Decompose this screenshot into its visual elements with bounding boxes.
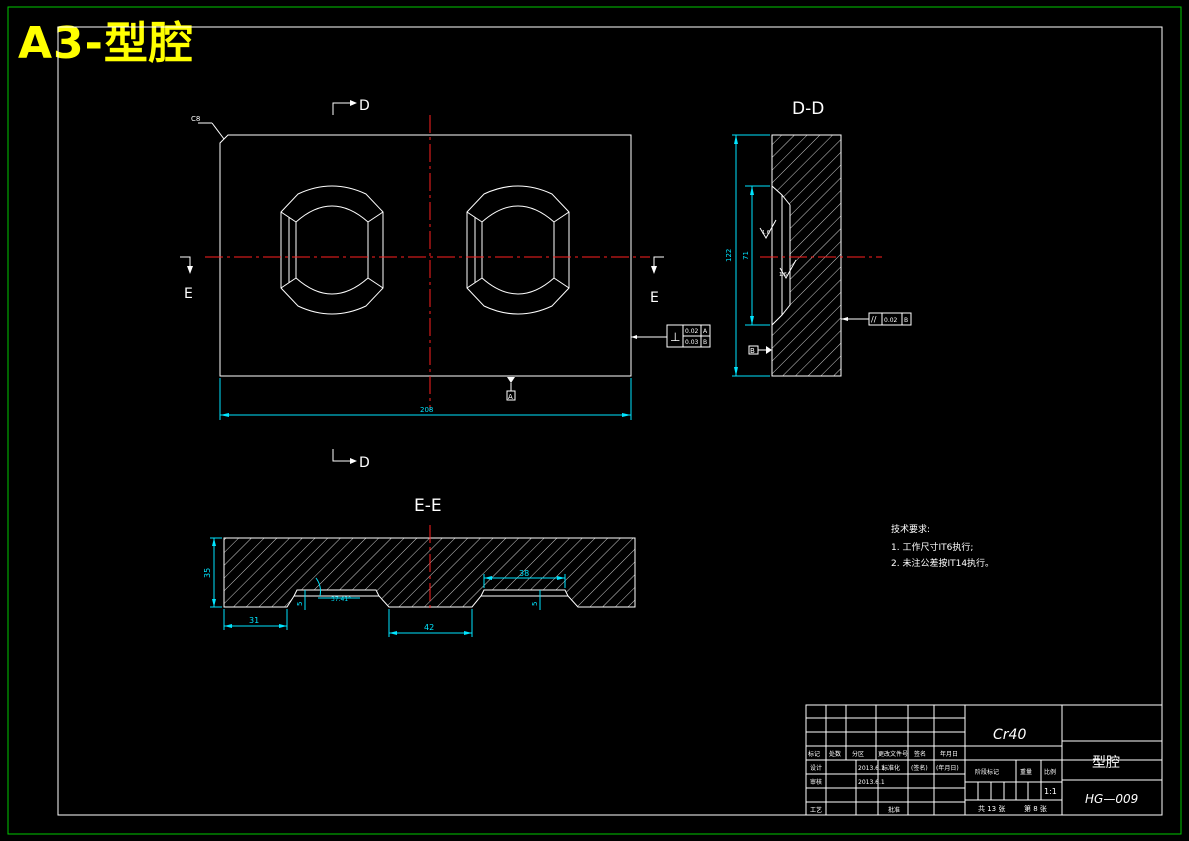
dim-width-text: 208 <box>420 406 433 414</box>
inner-frame <box>57 26 1163 816</box>
dim-pocket-text: 38 <box>519 569 529 578</box>
svg-text:标准化: 标准化 <box>882 764 900 772</box>
chamfer-leader-arrow <box>211 122 225 140</box>
dim-left-text: 31 <box>249 616 259 625</box>
svg-text:0.02: 0.02 <box>685 328 699 335</box>
tb-scale: 1:1 <box>1044 787 1057 796</box>
tech-req-line-1: 1. 工作尺寸IT6执行; <box>891 541 973 553</box>
section-ee-view: E-E 35 31 42 38 5 5 <box>203 496 636 637</box>
section-arrow-d-bottom <box>332 449 350 462</box>
svg-text:重量: 重量 <box>1020 768 1032 776</box>
dim-thickness-text: 35 <box>203 568 212 578</box>
svg-text:阶段标记: 阶段标记 <box>975 768 999 776</box>
dim-center-text: 42 <box>424 623 434 632</box>
datum-b: B <box>750 347 755 355</box>
fcf-perpendicularity: ⊥ 0.02 A 0.03 B <box>666 324 711 348</box>
svg-text:0.03: 0.03 <box>685 339 699 346</box>
svg-text:B: B <box>904 317 908 324</box>
ee-hatched-body <box>223 537 636 608</box>
fcf-parallelism: // 0.02 B <box>868 312 912 326</box>
svg-text:B: B <box>703 339 707 346</box>
title-block: Cr40 型腔 HG—009 标记 处数 分区 更改文件号 签名 年月日 设计 … <box>805 704 1163 816</box>
section-dd-title: D-D <box>792 99 824 119</box>
svg-text:1.6: 1.6 <box>779 272 787 278</box>
section-arrow-e-right <box>653 256 664 268</box>
svg-text:年月日: 年月日 <box>940 750 958 758</box>
section-label-d-bottom: D <box>359 455 370 471</box>
cavity-left <box>280 185 384 315</box>
dim-inner-text: 71 <box>742 251 750 260</box>
chamfer-label: C8 <box>191 115 200 123</box>
tech-requirements: 技术要求: 1. 工作尺寸IT6执行; 2. 未注公差按IT14执行。 <box>891 523 994 569</box>
svg-text:分区: 分区 <box>852 750 864 758</box>
dim-height-text: 122 <box>725 249 733 262</box>
svg-text:(签名): (签名) <box>911 764 928 772</box>
svg-text:签名: 签名 <box>914 750 926 758</box>
section-dd-view: D-D 122 71 1.6 1.6 B // <box>725 99 912 377</box>
section-arrow-d-top <box>332 102 350 115</box>
front-view: C8 D D <box>180 98 711 471</box>
svg-text:2013.6.1: 2013.6.1 <box>858 765 885 772</box>
tech-req-title: 技术要求: <box>891 523 930 535</box>
svg-text:A: A <box>703 328 708 335</box>
outer-border <box>7 6 1182 835</box>
svg-text:审核: 审核 <box>810 778 822 786</box>
section-ee-title: E-E <box>414 496 442 516</box>
cavity-right <box>466 185 570 315</box>
svg-text:5: 5 <box>531 602 539 606</box>
section-label-d-top: D <box>359 98 370 114</box>
section-label-e-right: E <box>650 290 659 306</box>
roughness-symbol-2 <box>779 259 797 279</box>
tb-drawing-no: HG—009 <box>1085 792 1138 806</box>
svg-text:工艺: 工艺 <box>810 806 822 814</box>
svg-text:2013.6.1: 2013.6.1 <box>858 779 885 786</box>
svg-text:处数: 处数 <box>829 750 841 758</box>
svg-text:1.6: 1.6 <box>762 230 770 236</box>
datum-a: A <box>508 393 513 401</box>
svg-text:批准: 批准 <box>888 806 900 814</box>
section-label-e-left: E <box>184 286 193 302</box>
dim-angle-text: 37.41° <box>331 596 351 603</box>
tb-sheets-total: 共 13 张 <box>978 804 1005 813</box>
tb-part-name: 型腔 <box>1092 755 1120 771</box>
svg-text:更改文件号: 更改文件号 <box>878 750 908 758</box>
svg-text:比例: 比例 <box>1044 768 1056 776</box>
svg-text:(年月日): (年月日) <box>936 764 959 772</box>
roughness-symbol-1 <box>759 219 777 239</box>
svg-text://: // <box>871 315 877 324</box>
section-arrow-e-left <box>180 256 191 268</box>
tech-req-line-2: 2. 未注公差按IT14执行。 <box>891 557 994 569</box>
tb-material: Cr40 <box>993 727 1026 743</box>
dim-depth-text: 5 <box>296 602 304 606</box>
svg-text:⊥: ⊥ <box>670 330 680 344</box>
svg-text:设计: 设计 <box>810 764 822 772</box>
tb-sheet-no: 第 8 张 <box>1024 804 1047 813</box>
svg-text:0.02: 0.02 <box>884 317 898 324</box>
plate-outline <box>219 134 632 377</box>
svg-text:标记: 标记 <box>808 750 820 758</box>
